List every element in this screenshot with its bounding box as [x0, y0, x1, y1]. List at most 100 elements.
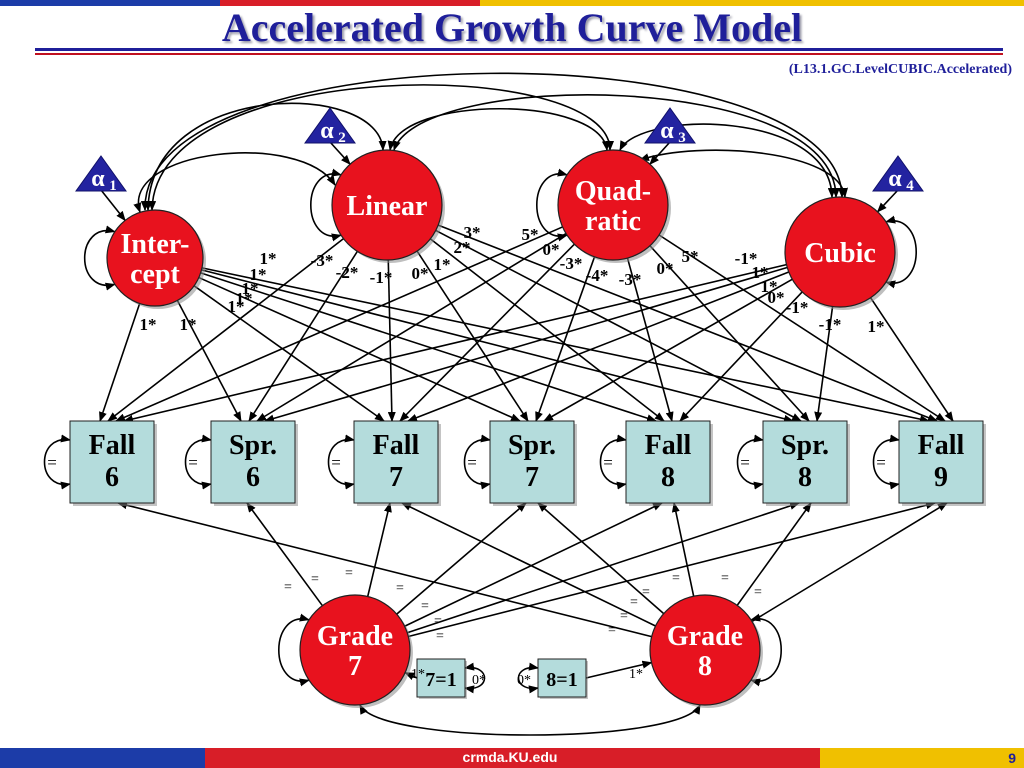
equality-constraint-label: = — [642, 585, 650, 600]
loading-label-int-d: 1* — [236, 289, 253, 308]
residual-loop — [463, 434, 491, 490]
loading-arrow — [543, 278, 793, 422]
equality-constraint-label: = — [721, 571, 729, 586]
constraint-box-label: 7=1 — [425, 669, 456, 691]
latent-label: 7 — [348, 651, 362, 682]
model-code-label: (L13.1.GC.LevelCUBIC.Accelerated) — [788, 62, 1012, 77]
loading-label-quad-a: 5* — [522, 225, 539, 244]
loading-arrow — [407, 271, 790, 422]
residual-loop — [43, 434, 71, 490]
loading-arrow — [429, 238, 665, 422]
residual-equality-label: = — [331, 453, 341, 472]
latent-label: 8 — [698, 651, 712, 682]
equality-constraint-label: = — [284, 580, 292, 595]
latent-quadratic: Quad-ratic — [557, 149, 671, 263]
residual-loop — [184, 434, 212, 490]
grade8-effect-arrow — [671, 502, 695, 597]
loading-label-cub-g: 1* — [868, 317, 885, 336]
page-number: 9 — [1008, 750, 1016, 766]
indicator-label: Fall — [645, 430, 692, 461]
loading-label-quad-g: 5* — [682, 247, 699, 266]
residual-loop — [872, 434, 900, 490]
loading-label-quad-d: -4* — [586, 266, 609, 285]
title-rule-accent — [35, 53, 1003, 55]
slide-title: Accelerated Growth Curve Model — [221, 5, 803, 50]
grade8-effect-arrow — [117, 501, 652, 638]
loading-arrow — [435, 229, 802, 422]
covariance-arc — [639, 149, 848, 198]
equality-constraint-label: = — [311, 572, 319, 587]
equality-constraint-label: = — [436, 629, 444, 644]
loading-arrow — [123, 263, 787, 423]
latent-label: Grade — [667, 621, 743, 652]
indicator-label: 8 — [661, 462, 675, 493]
loading-label-quad-e: -3* — [619, 270, 642, 289]
loading-label-cub-f: -1* — [819, 315, 842, 334]
residual-loop — [327, 434, 355, 490]
loading-label-int-a: 1* — [260, 249, 277, 268]
variance-loop — [278, 613, 310, 687]
loading-label-cub-e: -1* — [786, 298, 809, 317]
constant-symbol: α — [660, 118, 674, 144]
covariance-arc — [387, 107, 610, 151]
grade7-effect-arrow — [406, 502, 800, 634]
latent-label: Grade — [317, 621, 393, 652]
covariance-arc — [133, 152, 336, 213]
equality-constraint-label: = — [672, 571, 680, 586]
title-rule — [35, 48, 1003, 51]
indicator-label: Fall — [89, 430, 136, 461]
loading-label-cub-c: 1* — [761, 277, 778, 296]
loading-label-lin-f: 2* — [454, 238, 471, 257]
covariance-arc — [148, 84, 614, 211]
loading-label-lin-b: -2* — [336, 263, 359, 282]
indicator-label: Spr. — [508, 430, 556, 461]
constant-symbol: α — [320, 118, 334, 144]
loading-arrow — [869, 297, 954, 422]
bottom-color-strip — [0, 748, 1024, 768]
constant-subscript: 2 — [338, 130, 346, 146]
constraint-box-box7: 7=1 — [416, 658, 467, 699]
latent-intercept: Inter-cept — [106, 209, 206, 309]
indicator-spr7: Spr.7 — [489, 420, 577, 506]
footer-url: crmda.KU.edu — [462, 749, 558, 765]
loading-label-lin-d: 0* — [412, 264, 429, 283]
loading-label-int-g: 1* — [180, 315, 197, 334]
constraint-self-label: 0* — [472, 673, 486, 688]
grade8-effect-arrow — [401, 502, 656, 627]
loading-label-lin-a: -3* — [311, 251, 334, 270]
equality-constraint-label: = — [345, 566, 353, 581]
equality-constraint-label: = — [620, 609, 628, 624]
loading-arrow — [264, 266, 788, 423]
indicator-label: 7 — [389, 462, 403, 493]
constraint-self-label: 0* — [517, 673, 531, 688]
equality-constraint-label: = — [608, 623, 616, 638]
covariance-arc — [140, 72, 846, 211]
indicator-label: 7 — [525, 462, 539, 493]
constant-subscript: 4 — [906, 178, 914, 194]
grade7-effect-arrow — [408, 501, 936, 638]
grade7-effect-arrow — [366, 502, 392, 597]
constant-symbol: α — [888, 166, 902, 192]
constraint-self-loop — [517, 662, 539, 694]
indicator-label: Spr. — [229, 430, 277, 461]
loading-arrow — [416, 250, 529, 422]
variance-loop — [536, 168, 568, 242]
latent-label: Quad- — [575, 176, 651, 207]
constant-subscript: 3 — [678, 130, 686, 146]
loading-label-cub-d: 0* — [768, 288, 785, 307]
constraint-path-label: 1* — [411, 667, 425, 682]
loading-label-int-c: 1* — [242, 279, 259, 298]
loading-label-quad-b: 0* — [543, 240, 560, 259]
equality-constraint-label: = — [630, 595, 638, 610]
grade-covariance-arc — [359, 704, 701, 736]
grade8-effect-arrow — [736, 502, 812, 606]
